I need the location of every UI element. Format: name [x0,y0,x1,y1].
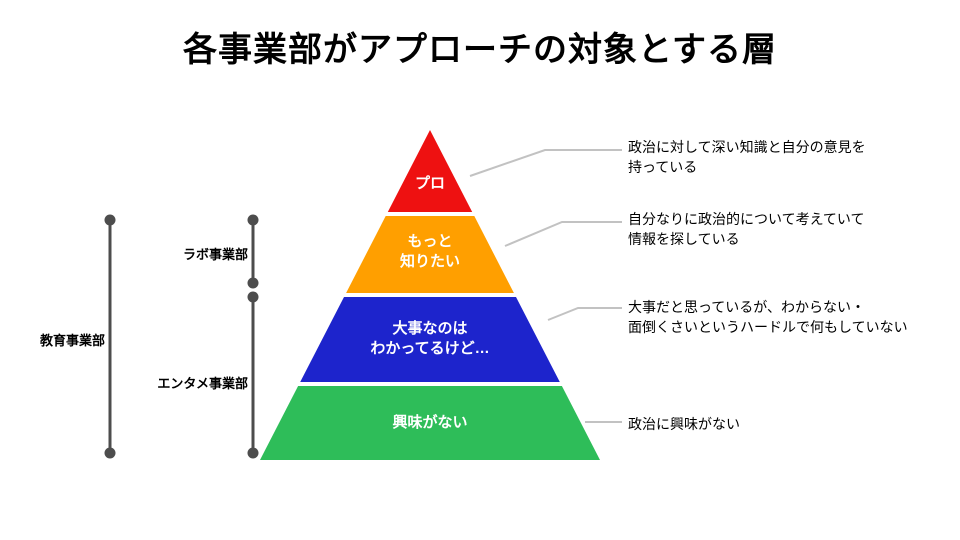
pyramid-level-important-but-label: 大事なのは わかってるけど… [370,320,490,358]
bracket-label-education: 教育事業部 [39,333,105,348]
bracket-entertainment [247,291,259,459]
pyramid-level-pro-shape [387,130,473,212]
bracket-entertainment-dot-top [247,291,259,303]
connector-line-know-more [504,221,622,247]
bracket-label-lab: ラボ事業部 [182,247,248,262]
bracket-lab-dot-top [247,214,259,226]
pyramid-level-important-but-shape [300,297,560,382]
bracket-education [104,214,116,459]
pyramid [260,130,600,460]
annotation-know-more: 自分なりに政治的について考えていて 情報を探している [628,211,865,248]
pyramid-level-pro-label: プロ [414,175,445,192]
bracket-education-dot-bottom [104,447,116,459]
pyramid-level-know-more-shape [346,216,514,293]
bracket-education-dot-top [104,214,116,226]
bracket-label-entertainment: エンタメ事業部 [157,376,248,391]
bracket-lab-dot-bottom [247,277,259,289]
pyramid-level-no-interest-label: 興味がない [392,414,468,431]
pyramid-level-know-more-label: もっと 知りたい [399,233,460,271]
bracket-lab [247,214,259,289]
pyramid-level-no-interest-shape [260,386,600,460]
annotation-important-but: 大事だと思っているが、わからない・ 面倒くさいというハードルで何もしていない [628,299,908,336]
annotation-pro: 政治に対して深い知識と自分の意見を 持っている [628,139,866,176]
bracket-entertainment-dot-bottom [247,447,259,459]
connector-lines [469,149,622,423]
connector-line-pro [469,149,622,177]
annotation-no-interest: 政治に興味がない [628,416,740,432]
page-title: 各事業部がアプローチの対象とする層 [183,31,777,69]
connector-line-important-but [547,307,622,321]
